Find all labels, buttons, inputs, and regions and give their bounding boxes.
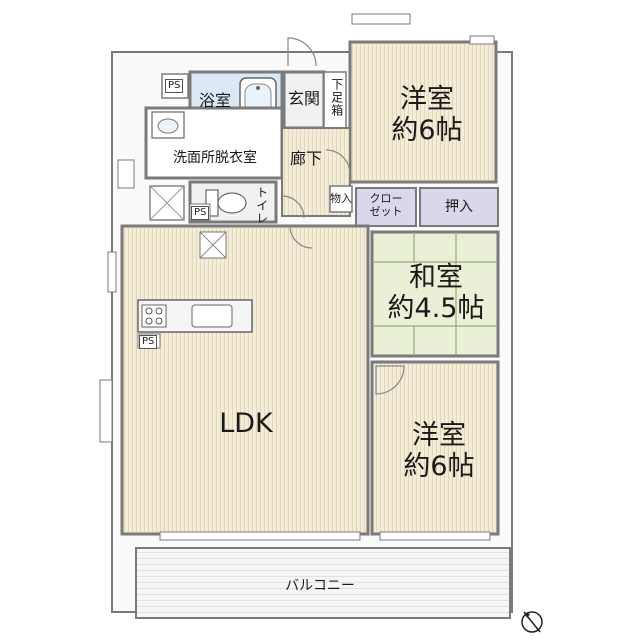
label-toilet: トイレ bbox=[254, 186, 269, 225]
washer-icon bbox=[149, 185, 185, 221]
western-south-size: 約6帖 bbox=[403, 451, 475, 483]
label-japanese: 和室 約4.5帖 bbox=[376, 262, 496, 324]
window-west-3 bbox=[117, 159, 135, 189]
label-shoe-box: 下足箱 bbox=[329, 78, 344, 117]
hallway-name: 廊下 bbox=[289, 149, 322, 168]
balcony-name: バルコニー bbox=[285, 578, 355, 594]
label-closet: クロー ゼット bbox=[356, 192, 416, 218]
ps-label-top: PS bbox=[165, 79, 184, 93]
entrance-door bbox=[287, 37, 317, 67]
sink-icon bbox=[151, 111, 185, 139]
ldk-name: LDK bbox=[219, 408, 273, 439]
storage-name: 物入 bbox=[330, 192, 352, 205]
label-western-north: 洋室 約6帖 bbox=[372, 84, 482, 146]
room-ldk-floor bbox=[120, 224, 370, 536]
western-north-size: 約6帖 bbox=[391, 115, 463, 147]
room-closet-floor bbox=[355, 187, 417, 227]
hallway-door bbox=[325, 149, 351, 175]
room-oshiire-floor bbox=[419, 187, 499, 227]
room-storage-floor bbox=[329, 185, 353, 213]
ps-label-toilet: PS bbox=[191, 206, 210, 220]
window-west-2 bbox=[99, 379, 113, 443]
window-north-2 bbox=[469, 35, 495, 45]
window-north bbox=[351, 13, 411, 25]
western-south-name: 洋室 bbox=[412, 420, 466, 451]
label-western-south: 洋室 約6帖 bbox=[384, 420, 494, 482]
japanese-name: 和室 bbox=[409, 262, 463, 293]
closet-line2: ゼット bbox=[369, 204, 403, 218]
shoe-box-name: 下足箱 bbox=[329, 78, 344, 117]
room-western-north-floor bbox=[348, 40, 498, 184]
room-japanese-floor bbox=[370, 230, 500, 358]
label-balcony: バルコニー bbox=[250, 578, 390, 594]
kitchen-counter bbox=[137, 299, 253, 333]
compass-icon bbox=[521, 611, 543, 633]
entrance-name: 玄関 bbox=[287, 89, 320, 108]
vent-icon bbox=[199, 231, 227, 259]
western-north-name: 洋室 bbox=[400, 84, 454, 115]
washroom-name: 洗面所脱衣室 bbox=[173, 150, 257, 166]
label-entrance: 玄関 bbox=[284, 89, 324, 108]
toilet-door bbox=[281, 195, 305, 219]
window-south-ldk bbox=[159, 531, 361, 541]
oshiire-name: 押入 bbox=[445, 199, 473, 215]
window-west-1 bbox=[107, 251, 117, 293]
room-western-south-floor bbox=[370, 360, 500, 536]
label-hallway: 廊下 bbox=[284, 149, 328, 168]
ldk-door bbox=[289, 225, 313, 249]
label-storage: 物入 bbox=[330, 192, 352, 206]
south-room-door bbox=[375, 365, 405, 395]
bath-name: 浴室 bbox=[198, 91, 231, 110]
label-oshiire: 押入 bbox=[420, 199, 498, 215]
label-ldk: LDK bbox=[196, 408, 296, 439]
room-entrance-floor bbox=[282, 70, 326, 130]
label-bath: 浴室 bbox=[192, 91, 238, 110]
window-south-room bbox=[379, 531, 491, 541]
toilet-name: トイレ bbox=[254, 186, 269, 225]
label-washroom: 洗面所脱衣室 bbox=[160, 150, 270, 166]
closet-line1: クロー bbox=[369, 192, 403, 205]
japanese-size: 約4.5帖 bbox=[387, 293, 485, 325]
balcony-floor bbox=[135, 547, 511, 619]
ps-label-kitchen: PS bbox=[139, 335, 158, 349]
stove-icon bbox=[141, 304, 167, 328]
